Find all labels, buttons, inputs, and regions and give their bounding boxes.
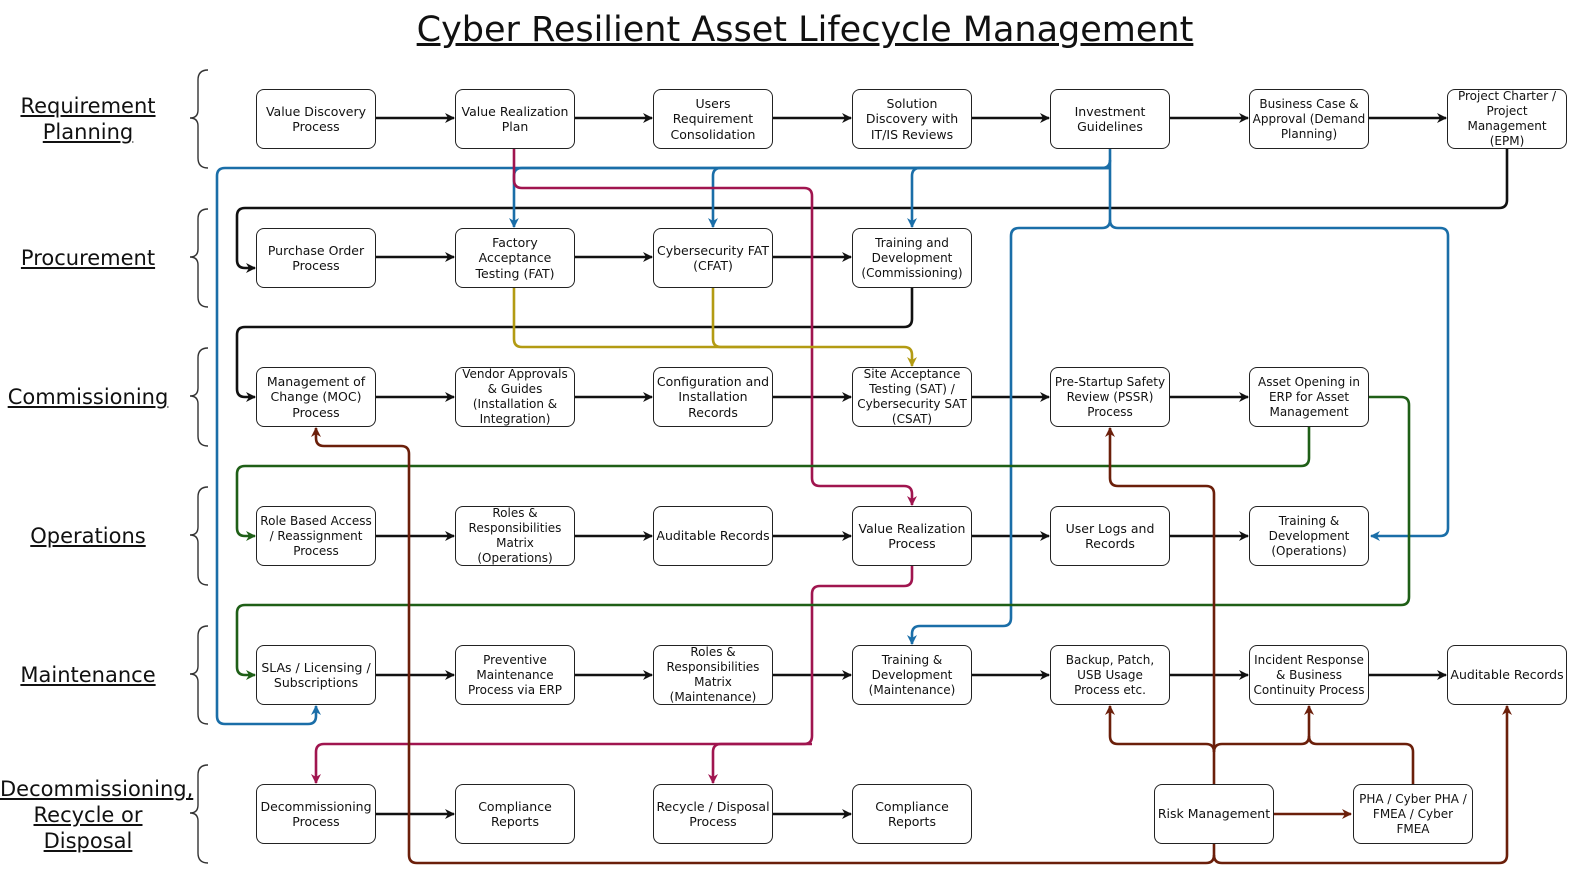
brace-commissioning bbox=[189, 347, 209, 447]
olive-fat-to-sat bbox=[512, 288, 917, 367]
crimson-connectors bbox=[311, 149, 917, 784]
node-vendor-approvals[interactable]: Vendor Approvals & Guides (Installation … bbox=[455, 367, 575, 427]
node-investment-guidelines[interactable]: Investment Guidelines bbox=[1050, 89, 1170, 149]
node-management-of-change[interactable]: Management of Change (MOC) Process bbox=[256, 367, 376, 427]
node-training-commissioning[interactable]: Training and Development (Commissioning) bbox=[852, 228, 972, 288]
brown-risk-to-incident bbox=[1212, 705, 1314, 753]
phase-braces bbox=[189, 69, 209, 864]
green-asset-opening-to-slas bbox=[235, 395, 1411, 680]
brown-pha-to-incident bbox=[1307, 735, 1415, 784]
node-cybersecurity-fat[interactable]: Cybersecurity FAT (CFAT) bbox=[653, 228, 773, 288]
brown-risk-to-auditable-maint bbox=[1212, 705, 1512, 865]
phase-label-commissioning: Commissioning bbox=[7, 385, 169, 409]
brown-risk-to-moc bbox=[311, 427, 1216, 865]
node-role-based-access[interactable]: Role Based Access / Reassignment Process bbox=[256, 506, 376, 566]
node-compliance-reports-2[interactable]: Compliance Reports bbox=[852, 784, 972, 844]
node-backup-patch-usb[interactable]: Backup, Patch, USB Usage Process etc. bbox=[1050, 645, 1170, 705]
brace-requirement-planning bbox=[189, 69, 209, 169]
node-configuration-records[interactable]: Configuration and Installation Records bbox=[653, 367, 773, 427]
black-connectors bbox=[235, 113, 1509, 819]
phase-label-operations: Operations bbox=[30, 524, 146, 548]
node-roles-matrix-operations[interactable]: Roles & Responsibilities Matrix (Operati… bbox=[455, 506, 575, 566]
blue-to-training-maintenance bbox=[907, 160, 1112, 645]
node-recycle-disposal[interactable]: Recycle / Disposal Process bbox=[653, 784, 773, 844]
brace-decommissioning bbox=[189, 764, 209, 864]
brace-operations bbox=[189, 486, 209, 586]
node-site-acceptance-testing[interactable]: Site Acceptance Testing (SAT) / Cybersec… bbox=[852, 367, 972, 427]
node-auditable-records-maintenance[interactable]: Auditable Records bbox=[1447, 645, 1567, 705]
node-compliance-reports-1[interactable]: Compliance Reports bbox=[455, 784, 575, 844]
node-auditable-records-operations[interactable]: Auditable Records bbox=[653, 506, 773, 566]
crimson-to-decommissioning bbox=[311, 742, 812, 784]
node-business-case-approval[interactable]: Business Case & Approval (Demand Plannin… bbox=[1249, 89, 1369, 149]
node-training-operations[interactable]: Training & Development (Operations) bbox=[1249, 506, 1369, 566]
blue-connectors bbox=[215, 149, 1450, 726]
brown-connectors bbox=[311, 427, 1512, 865]
brace-procurement bbox=[189, 208, 209, 308]
brace-maintenance bbox=[189, 625, 209, 725]
node-training-maintenance[interactable]: Training & Development (Maintenance) bbox=[852, 645, 972, 705]
node-value-realization-process[interactable]: Value Realization Process bbox=[852, 506, 972, 566]
node-preventive-maintenance[interactable]: Preventive Maintenance Process via ERP bbox=[455, 645, 575, 705]
olive-connectors bbox=[512, 288, 917, 367]
node-asset-opening-erp[interactable]: Asset Opening in ERP for Asset Managemen… bbox=[1249, 367, 1369, 427]
node-slas-licensing[interactable]: SLAs / Licensing / Subscriptions bbox=[256, 645, 376, 705]
phase-label-maintenance: Maintenance bbox=[20, 663, 156, 687]
node-pha-fmea[interactable]: PHA / Cyber PHA / FMEA / Cyber FMEA bbox=[1353, 784, 1473, 844]
node-user-logs-records[interactable]: User Logs and Records bbox=[1050, 506, 1170, 566]
node-roles-matrix-maintenance[interactable]: Roles & Responsibilities Matrix (Mainten… bbox=[653, 645, 773, 705]
node-pre-startup-safety-review[interactable]: Pre-Startup Safety Review (PSSR) Process bbox=[1050, 367, 1170, 427]
arrow-charter-to-purchase-order bbox=[235, 149, 1509, 273]
phase-label-requirement-planning: Requirement Planning bbox=[20, 94, 156, 144]
blue-to-training-commissioning bbox=[907, 166, 1110, 228]
diagram-title: Cyber Resilient Asset Lifecycle Manageme… bbox=[416, 10, 1194, 50]
phase-label-decommissioning: Decommissioning, Recycle or Disposal bbox=[0, 777, 194, 853]
node-decommissioning-process[interactable]: Decommissioning Process bbox=[256, 784, 376, 844]
crimson-plan-to-value-realization-process bbox=[512, 149, 917, 506]
green-asset-opening-to-role-access bbox=[235, 427, 1311, 541]
node-risk-management[interactable]: Risk Management bbox=[1154, 784, 1274, 844]
brown-risk-to-backup bbox=[1105, 705, 1216, 753]
node-project-charter[interactable]: Project Charter / Project Management (EP… bbox=[1447, 89, 1567, 149]
node-value-realization-plan[interactable]: Value Realization Plan bbox=[455, 89, 575, 149]
phase-label-procurement: Procurement bbox=[20, 246, 156, 270]
node-purchase-order-process[interactable]: Purchase Order Process bbox=[256, 228, 376, 288]
arrow-training-to-moc bbox=[235, 288, 914, 402]
node-solution-discovery[interactable]: Solution Discovery with IT/IS Reviews bbox=[852, 89, 972, 149]
blue-to-training-operations bbox=[1108, 219, 1450, 541]
olive-cfat-to-sat bbox=[711, 288, 760, 349]
blue-to-slas bbox=[215, 166, 1110, 726]
brown-risk-to-pssr bbox=[1105, 427, 1216, 784]
node-users-requirement-consolidation[interactable]: Users Requirement Consolidation bbox=[653, 89, 773, 149]
node-factory-acceptance-testing[interactable]: Factory Acceptance Testing (FAT) bbox=[455, 228, 575, 288]
node-value-discovery-process[interactable]: Value Discovery Process bbox=[256, 89, 376, 149]
node-incident-response[interactable]: Incident Response & Business Continuity … bbox=[1249, 645, 1369, 705]
green-connectors bbox=[235, 395, 1411, 680]
